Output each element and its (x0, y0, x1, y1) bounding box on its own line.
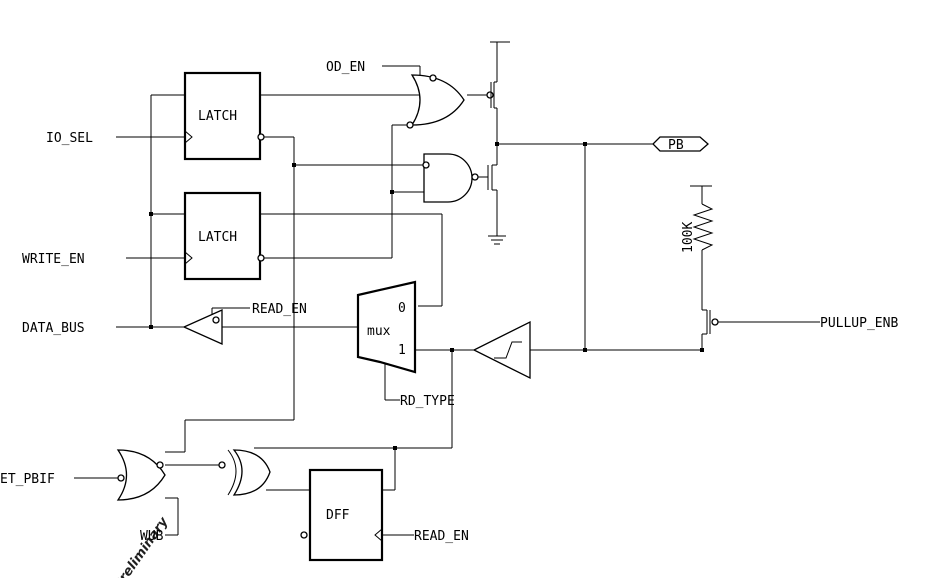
rd-type-label: RD_TYPE (400, 394, 455, 409)
pb-label: PB (668, 138, 684, 153)
pullup-enb-label: PULLUP_ENB (820, 316, 898, 331)
mux-block: mux 0 1 (356, 280, 417, 374)
mux-input-0-label: 0 (398, 301, 406, 316)
read-en-label: READ_EN (252, 302, 307, 317)
od-en-label: OD_EN (326, 60, 365, 75)
wub-label: WUB (140, 529, 164, 544)
pullup-transistor-icon (702, 309, 719, 335)
preliminary-watermark: Preliminary (111, 514, 172, 578)
latch-top: LATCH (183, 71, 265, 161)
resistor-icon: 100K (681, 203, 714, 253)
schmitt-buffer-icon (472, 320, 531, 380)
latch-top-label: LATCH (198, 109, 237, 124)
junction-dots (149, 142, 704, 450)
write-en-label: WRITE_EN (22, 252, 85, 267)
data-bus-label: DATA_BUS (22, 321, 85, 336)
nor-gate-symbol (116, 449, 166, 501)
and-gate-symbol (422, 153, 479, 203)
et-pbif-label: ET_PBIF (0, 472, 55, 487)
read-en-dff-label: READ_EN (414, 529, 469, 544)
watermark-text: Preliminary (111, 514, 172, 578)
wires (74, 41, 820, 536)
nmos-transistor-icon (487, 164, 497, 191)
io-sel-label: IO_SEL (46, 131, 93, 146)
latch-bottom: LATCH (183, 191, 265, 281)
latch-bottom-label: LATCH (198, 230, 237, 245)
ground-icon (488, 235, 506, 245)
mux-label: mux (367, 324, 391, 339)
dff-block: DFF (300, 468, 384, 562)
tristate-buffer-icon (182, 308, 223, 346)
resistor-label: 100K (681, 222, 696, 253)
dff-label: DFF (326, 508, 350, 523)
mux-input-1-label: 1 (398, 343, 406, 358)
xor-gate-symbol (218, 449, 271, 496)
pb-port-icon: PB (652, 136, 709, 153)
or-gate-symbol (406, 74, 494, 129)
pmos-transistor-icon (490, 81, 497, 109)
